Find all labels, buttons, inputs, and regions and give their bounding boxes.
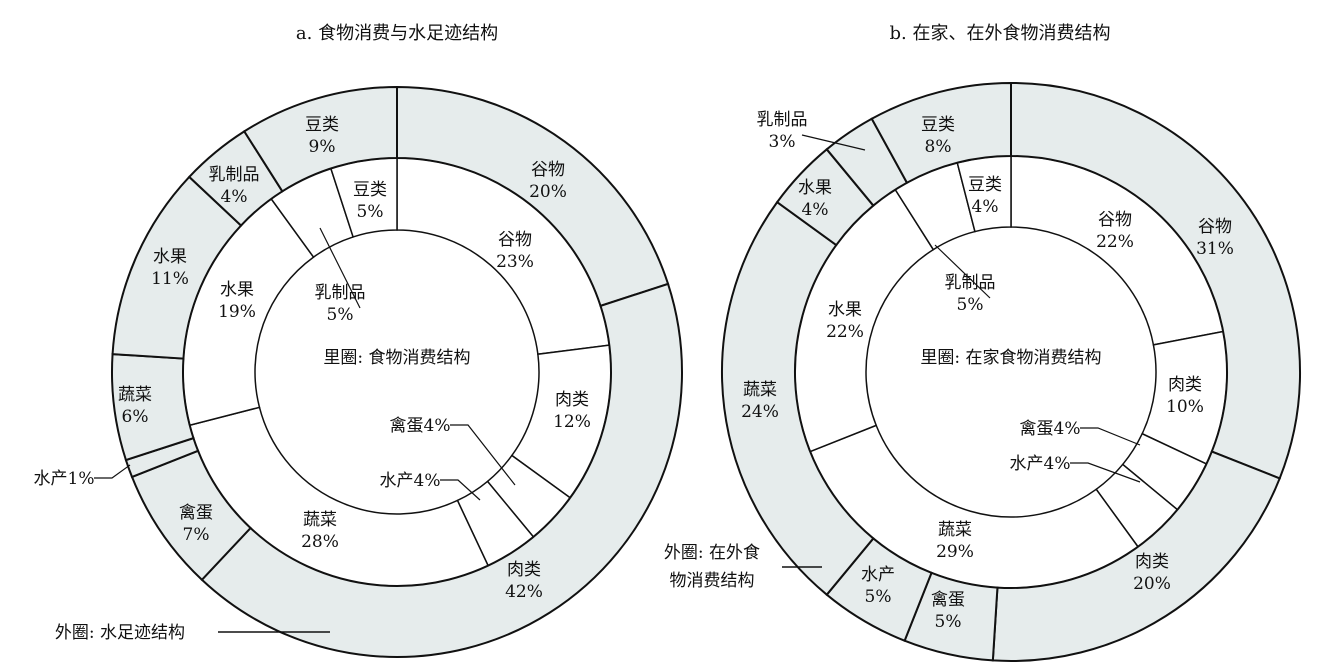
inner-label-2: 禽蛋4% — [1020, 419, 1081, 439]
outer-ring-legend: 物消费结构 — [670, 571, 755, 591]
inner-ring-legend: 里圈: 在家食物消费结构 — [920, 348, 1101, 368]
inner-label-3: 水产4% — [1010, 454, 1071, 474]
inner-ring-legend: 里圈: 食物消费结构 — [323, 348, 470, 368]
leader-line — [801, 134, 866, 151]
outer-label-3: 水产1% — [34, 469, 95, 489]
outer-slice-0 — [1010, 81, 1301, 480]
leader-line — [934, 244, 991, 299]
outer-slice-7 — [870, 81, 1012, 185]
leader-line — [440, 479, 481, 501]
leader-line — [1080, 427, 1141, 446]
chart-a-title: a. 食物消费与水足迹结构 — [296, 23, 498, 44]
leader-line — [450, 424, 516, 486]
chart-b-title: b. 在家、在外食物消费结构 — [890, 23, 1111, 44]
outer-ring-legend: 外圈: 在外食 — [664, 543, 760, 563]
inner-label-3: 水产4% — [380, 471, 441, 491]
leader-line — [319, 227, 361, 309]
outer-ring-legend: 外圈: 水足迹结构 — [55, 623, 185, 643]
leader-line — [1070, 462, 1141, 483]
outer-slice-7 — [242, 85, 398, 193]
outer-slice-1 — [200, 282, 683, 658]
leader-line — [94, 464, 131, 479]
inner-label-2: 禽蛋4% — [390, 416, 451, 436]
